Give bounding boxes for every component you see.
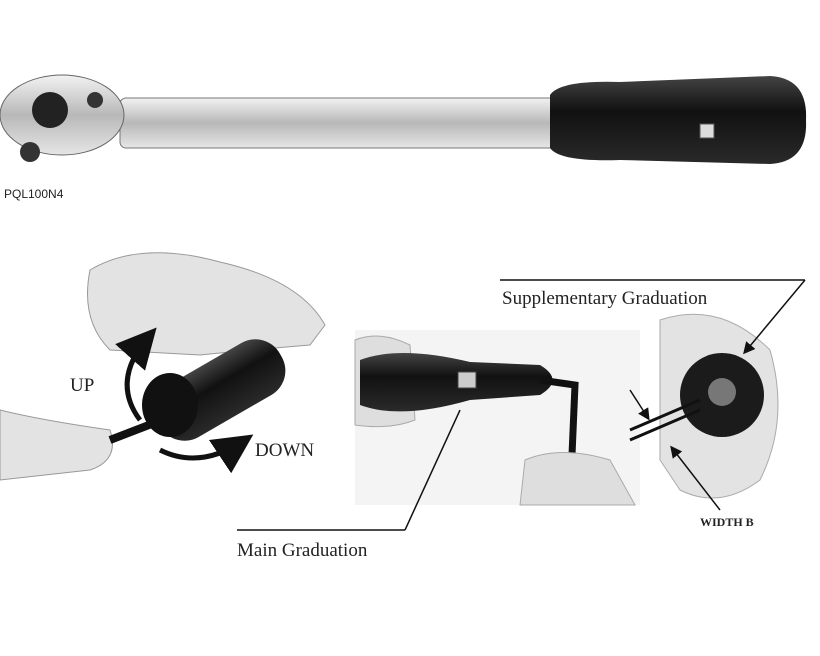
width-b-label: WIDTH B: [700, 515, 754, 529]
adjust-direction-panel: [0, 252, 326, 481]
supplementary-graduation-label: Supplementary Graduation: [502, 288, 708, 309]
up-arrow: [115, 327, 157, 422]
down-arrow: [158, 434, 254, 474]
up-label: UP: [70, 375, 95, 396]
wrench-shaft: [119, 97, 561, 149]
square-drive: [32, 92, 68, 128]
model-number: PQL100N4: [4, 187, 64, 201]
torque-wrench: [0, 74, 807, 164]
graduation-window: [699, 123, 715, 139]
main-graduation-label: Main Graduation: [237, 540, 368, 561]
supplementary-graduation-panel: [500, 279, 806, 511]
wrench-grip: [550, 76, 807, 164]
main-graduation-panel: [237, 330, 640, 531]
down-label: DOWN: [255, 440, 315, 461]
